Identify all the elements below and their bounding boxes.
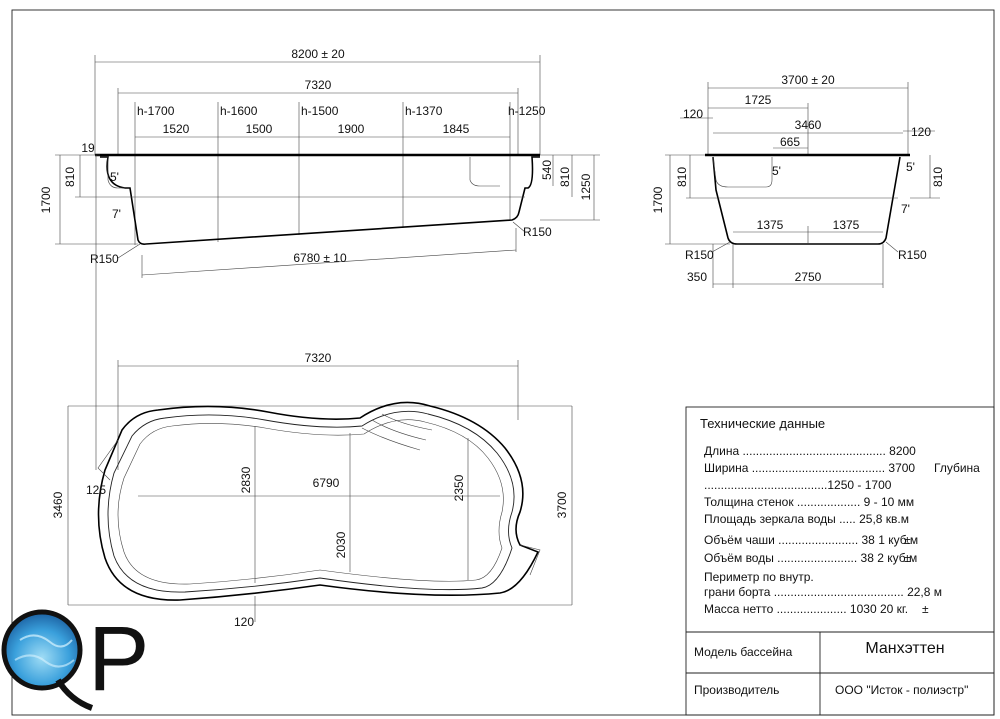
plan-width-2030: 2030 [334, 531, 348, 558]
spec-line-10: Масса нетто ..................... 1030 2… [704, 602, 908, 616]
spec-line-7: Объём воды ........................ 38 2… [704, 551, 917, 565]
spec-pm-3: ± [922, 602, 929, 616]
side-angle-1: 5' [110, 170, 119, 184]
end-half-width: 1725 [745, 93, 772, 107]
segment-dim-3: 1900 [338, 122, 365, 136]
end-step-dim-right: 810 [931, 167, 945, 187]
end-overall-width: 3700 ± 20 [781, 73, 835, 87]
end-rim-left: 120 [683, 107, 703, 121]
end-radius-right: R150 [898, 248, 927, 262]
side-depth-dim: 1700 [39, 186, 53, 213]
side-shallow-dim: 1250 [579, 173, 593, 200]
spec-line-1: Длина ..................................… [704, 444, 916, 458]
end-view: 3700 ± 20 1725 3460 665 120 120 1700 810… [651, 73, 945, 288]
spec-table: Технические данные Длина ...............… [685, 406, 995, 716]
end-angle-3: 7' [901, 202, 910, 216]
end-bottom-half-2: 1375 [833, 218, 860, 232]
segment-dim-2: 1500 [246, 122, 273, 136]
spec-line-6: Объём чаши ........................ 38 1… [704, 533, 918, 547]
maker-label: Производитель [694, 683, 779, 697]
spec-pm-2: ± [904, 551, 911, 565]
spec-line-8: Периметр по внутр. [704, 570, 814, 584]
end-depth-dim: 1700 [651, 186, 665, 213]
end-radius-left: R150 [685, 248, 714, 262]
plan-outer-rim [97, 401, 540, 601]
sheet-frame [11, 9, 995, 716]
plan-bottom-offset: 120 [234, 615, 254, 629]
depth-label-3: h-1500 [301, 104, 339, 118]
end-angle-2: 5' [906, 160, 915, 174]
end-step-dim-left: 810 [675, 167, 689, 187]
side-bottom-dim: 6780 ± 10 [293, 251, 347, 265]
depth-label-4: h-1370 [405, 104, 443, 118]
spec-line-4: Толщина стенок ................... 9 - 1… [704, 495, 914, 509]
side-body-outline [100, 156, 540, 245]
plan-left-offset: 125 [86, 483, 106, 497]
end-offset-dim: 350 [687, 270, 707, 284]
side-radius-left: R150 [90, 252, 119, 266]
spec-line-9: грани борта ............................… [704, 585, 942, 599]
svg-text:P: P [88, 608, 149, 710]
spec-depth-label: Глубина [934, 461, 980, 475]
side-step-dim-right: 810 [558, 167, 572, 187]
plan-view: 7320 3460 3700 6790 2830 2030 2350 125 1… [51, 351, 573, 629]
plan-length-dim: 6790 [313, 476, 340, 490]
end-bottom-half-1: 1375 [757, 218, 784, 232]
end-step-dim: 665 [780, 135, 800, 149]
spec-line-5: Площадь зеркала воды ..... 25,8 кв.м [704, 512, 909, 526]
plan-width-left: 3460 [51, 491, 65, 518]
plan-width-2350: 2350 [452, 474, 466, 501]
side-view: 8200 ± 20 7320 h-1700 h-1600 h-1500 h-13… [39, 47, 600, 470]
model-label: Модель бассейна [694, 645, 793, 659]
maker-value: ООО "Исток - полиэстр" [835, 683, 968, 697]
qp-logo: P [1, 608, 149, 711]
overall-length-dim: 8200 ± 20 [291, 47, 345, 61]
plan-inner-rim [107, 410, 515, 593]
spec-title: Технические данные [700, 416, 825, 431]
side-step-dim-left: 810 [63, 167, 77, 187]
segment-dim-4: 1845 [443, 122, 470, 136]
end-inner-width: 3460 [795, 118, 822, 132]
segment-dim-1: 1520 [163, 122, 190, 136]
depth-label-2: h-1600 [220, 104, 258, 118]
end-rim-right: 120 [911, 125, 931, 139]
end-body-outline [712, 156, 901, 245]
side-radius-right: R150 [523, 225, 552, 239]
model-value: Манхэттен [865, 640, 944, 657]
plan-inner-length: 7320 [305, 351, 332, 365]
end-bottom-width: 2750 [795, 270, 822, 284]
side-step-dim-540: 540 [540, 160, 554, 180]
spec-pm-1: ± [904, 533, 911, 547]
depth-label-1: h-1700 [137, 104, 175, 118]
plan-width-2830: 2830 [239, 466, 253, 493]
depth-label-5: h-1250 [508, 104, 546, 118]
side-angle-2: 7' [112, 207, 121, 221]
inner-length-dim: 7320 [305, 78, 332, 92]
spec-line-2: Ширина .................................… [704, 461, 915, 475]
plan-width-right: 3700 [555, 491, 569, 518]
spec-line-3: .....................................125… [704, 478, 892, 492]
rim-dim: 19 [81, 141, 95, 155]
end-angle-1: 5' [772, 164, 781, 178]
